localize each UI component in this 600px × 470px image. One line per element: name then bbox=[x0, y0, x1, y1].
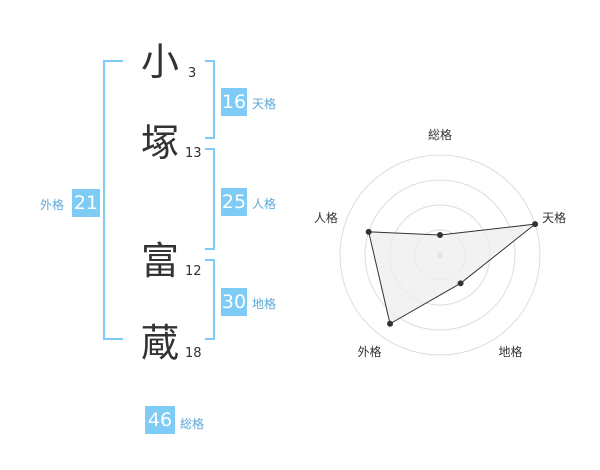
gaikaku-bracket-bottom bbox=[103, 338, 123, 340]
gaikaku-bracket-top bbox=[103, 60, 123, 62]
radar-axis-label-2: 天格 bbox=[542, 210, 566, 225]
name-char-2: 塚 bbox=[140, 121, 179, 165]
tenkaku-bracket-vertical bbox=[213, 60, 215, 139]
radar-axis-label-3: 地格 bbox=[499, 344, 523, 359]
tenkaku-bracket-top bbox=[205, 60, 215, 62]
radar-axis-label-4: 外格 bbox=[357, 344, 381, 359]
tenkaku-label: 天格 bbox=[252, 97, 277, 111]
tenkaku-bracket-bottom bbox=[205, 137, 215, 139]
name-char-1: 小 bbox=[140, 40, 179, 84]
soukaku-badge: 46 bbox=[145, 406, 175, 434]
gaikaku-label: 外格 bbox=[40, 198, 65, 212]
soukaku-label: 総格 bbox=[180, 417, 205, 431]
radar-axis-label-5: 人格 bbox=[314, 210, 338, 225]
radar-ring-3 bbox=[364, 179, 516, 331]
stroke-count-2: 13 bbox=[185, 146, 202, 161]
name-char-3: 富 bbox=[140, 239, 179, 283]
chikaku-bracket-bottom bbox=[205, 338, 215, 340]
jinkaku-bracket-top bbox=[205, 148, 215, 150]
chikaku-bracket-vertical bbox=[213, 259, 215, 340]
radar-data-polygon bbox=[368, 223, 537, 325]
jinkaku-label: 人格 bbox=[252, 197, 277, 211]
jinkaku-bracket-bottom bbox=[205, 248, 215, 250]
stroke-count-3: 12 bbox=[185, 264, 202, 279]
stroke-count-1: 3 bbox=[188, 66, 197, 81]
radar-point-3 bbox=[457, 280, 464, 287]
gaikaku-badge: 21 bbox=[72, 189, 100, 217]
stroke-count-4: 18 bbox=[185, 346, 202, 361]
radar-point-2 bbox=[532, 221, 539, 228]
gaikaku-bracket-vertical bbox=[103, 60, 105, 340]
jinkaku-bracket-vertical bbox=[213, 148, 215, 250]
radar-ring-4 bbox=[339, 154, 541, 356]
radar-axis-label-1: 総格 bbox=[428, 127, 452, 142]
radar-point-1 bbox=[437, 232, 443, 238]
chikaku-bracket-top bbox=[205, 259, 215, 261]
chikaku-badge: 30 bbox=[221, 288, 247, 316]
radar-point-4 bbox=[387, 320, 394, 327]
radar-point-5 bbox=[365, 228, 372, 235]
name-char-4: 蔵 bbox=[140, 321, 179, 365]
chikaku-label: 地格 bbox=[252, 297, 277, 311]
jinkaku-badge: 25 bbox=[221, 188, 247, 216]
tenkaku-badge: 16 bbox=[221, 88, 247, 116]
